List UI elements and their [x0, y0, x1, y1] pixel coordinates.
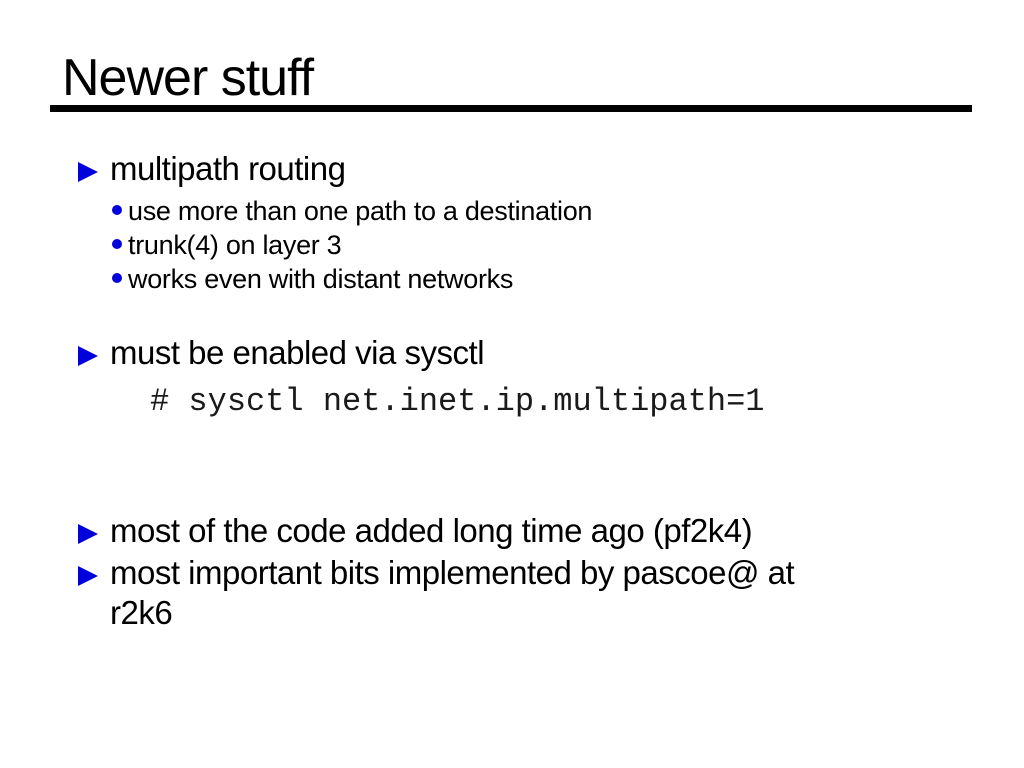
bullet-pascoe-line2: r2k6 — [110, 594, 173, 631]
bullet-dot-icon — [112, 205, 122, 215]
bullet-dot-icon — [112, 273, 122, 283]
sub-bullet-item: works even with distant networks — [112, 262, 592, 296]
bullet-triangle-icon — [78, 566, 98, 586]
sub-bullet-item: use more than one path to a destination — [112, 194, 592, 228]
bullet-pascoe-line1: most important bits implemented by pasco… — [110, 554, 795, 591]
bullet-pascoe: most important bits implemented by pasco… — [110, 554, 795, 634]
sub-bullet-item: trunk(4) on layer 3 — [112, 228, 592, 262]
bullet-triangle-icon — [78, 346, 98, 366]
bullet-sysctl: must be enabled via sysctl — [110, 334, 485, 371]
bullet-triangle-icon — [78, 162, 98, 182]
code-sysctl-command: # sysctl net.inet.ip.multipath=1 — [150, 383, 765, 420]
sub-bullet-label: works even with distant networks — [128, 264, 514, 294]
slide-title: Newer stuff — [62, 49, 314, 107]
bullet-dot-icon — [112, 239, 122, 249]
sub-bullet-label: trunk(4) on layer 3 — [128, 230, 342, 260]
sub-bullet-list: use more than one path to a destination … — [112, 194, 592, 296]
bullet-multipath-routing: multipath routing — [110, 150, 346, 187]
bullet-code-added: most of the code added long time ago (pf… — [110, 512, 753, 549]
sub-bullet-label: use more than one path to a destination — [128, 196, 593, 226]
bullet-triangle-icon — [78, 524, 98, 544]
title-underline — [50, 105, 972, 112]
